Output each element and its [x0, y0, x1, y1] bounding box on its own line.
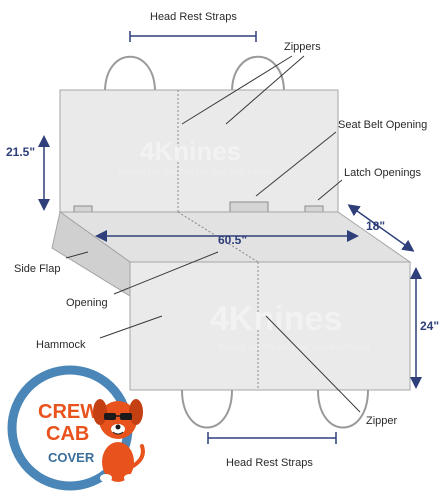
crew-cab-cover-badge: CREW CAB COVER — [7, 365, 133, 491]
dimension-depth: 18" — [366, 219, 385, 233]
label-latch-openings: Latch Openings — [344, 167, 422, 179]
depth-arrow — [347, 204, 415, 252]
hammock-panel: 4Knines Nothing But The Best For Your Be… — [129, 261, 411, 391]
label-zippers: Zippers — [284, 41, 321, 53]
dimension-height-front: 24" — [420, 319, 439, 333]
head-rest-straps-top-bracket — [129, 31, 257, 42]
top-head-rest-straps — [104, 55, 285, 93]
label-zipper: Zipper — [366, 415, 398, 427]
dimension-height-back: 21.5" — [6, 145, 35, 159]
watermark-tagline-front: Nothing But The Best For Your Best Frien… — [218, 343, 370, 352]
badge-line1: CREW — [38, 401, 99, 423]
dog-mascot-icon — [93, 399, 145, 482]
back-rest-panel: 4Knines Nothing But The Best For Your Be… — [59, 89, 339, 213]
dimension-width: 60.5" — [218, 233, 247, 247]
badge-line3: COVER — [48, 450, 95, 465]
label-seat-belt-opening: Seat Belt Opening — [338, 119, 427, 131]
label-head-rest-straps-bottom: Head Rest Straps — [226, 457, 313, 469]
watermark-tagline-back: Nothing But The Best For Your Best Frien… — [118, 168, 270, 177]
bottom-head-rest-straps — [181, 389, 369, 429]
label-hammock: Hammock — [36, 339, 86, 351]
watermark-brand-back: 4Knines — [140, 136, 241, 166]
badge-line2: CAB — [46, 423, 89, 445]
head-rest-straps-bottom-bracket — [207, 432, 337, 444]
label-side-flap: Side Flap — [14, 263, 60, 275]
label-head-rest-straps-top: Head Rest Straps — [150, 11, 237, 23]
leader-lines — [65, 55, 361, 413]
label-opening: Opening — [66, 297, 108, 309]
watermark-brand-front: 4Knines — [210, 300, 342, 338]
